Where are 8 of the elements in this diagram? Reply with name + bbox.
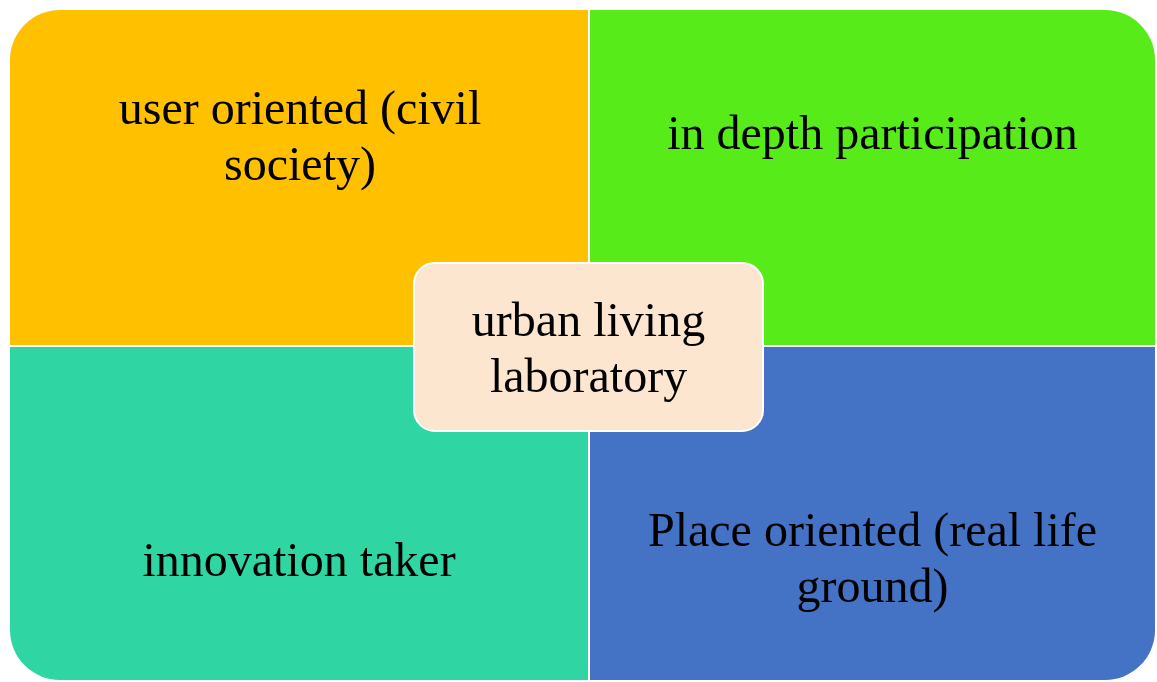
node-label: urban living laboratory: [470, 292, 707, 404]
node-label: Place oriented (real life ground): [646, 502, 1099, 614]
center-box: [413, 262, 764, 432]
quadrant-panel: [590, 10, 1155, 345]
node-label: in depth participation: [666, 105, 1079, 161]
node-label: user oriented (civil society): [117, 80, 483, 192]
node-label: innovation taker: [141, 532, 457, 588]
quadrant-panel: [10, 10, 588, 345]
